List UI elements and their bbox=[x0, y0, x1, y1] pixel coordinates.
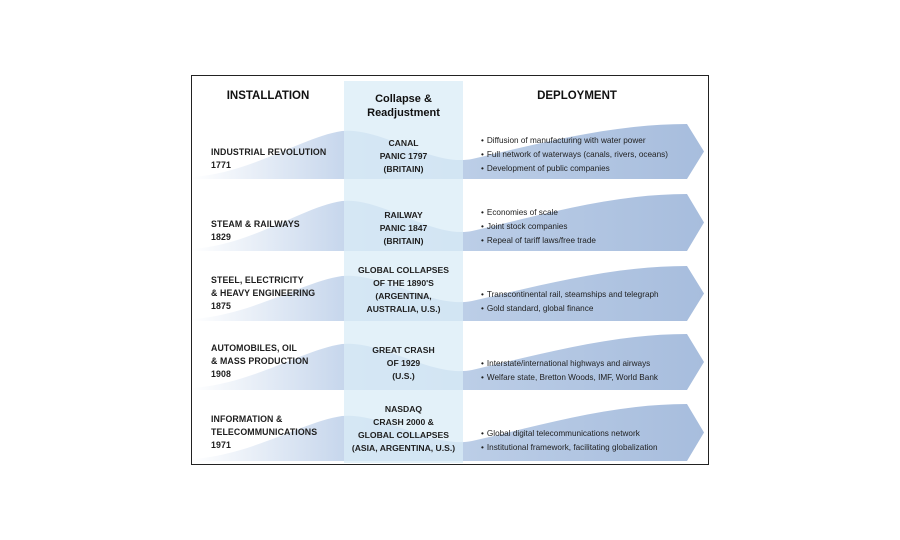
crisis-label: GLOBAL COLLAPSES OF THE 1890'S (ARGENTIN… bbox=[344, 264, 463, 316]
diagram-frame: INSTALLATION Collapse & Readjustment DEP… bbox=[191, 75, 709, 465]
deployment-item: Welfare state, Bretton Woods, IMF, World… bbox=[481, 371, 658, 385]
crisis-line: PANIC 1797 bbox=[379, 151, 428, 161]
crisis-line: (U.S.) bbox=[392, 371, 415, 381]
crisis-label: NASDAQ CRASH 2000 & GLOBAL COLLAPSES (AS… bbox=[344, 403, 463, 455]
deployment-list: Transcontinental rail, steamships and te… bbox=[481, 288, 659, 316]
crisis-line: GLOBAL COLLAPSES bbox=[357, 265, 450, 275]
deployment-item: Interstate/international highways and ai… bbox=[481, 357, 658, 371]
crisis-line: (ARGENTINA, bbox=[375, 291, 432, 301]
deployment-item: Institutional framework, facilitating gl… bbox=[481, 441, 658, 455]
crisis-line: CRASH 2000 & bbox=[373, 417, 434, 427]
crisis-line: (BRITAIN) bbox=[383, 236, 424, 246]
collapse-header-line2: Readjustment bbox=[367, 107, 440, 119]
collapse-header-line1: Collapse & bbox=[375, 93, 432, 105]
deployment-item: Joint stock companies bbox=[481, 220, 596, 234]
deployment-item: Global digital telecommunications networ… bbox=[481, 427, 658, 441]
installation-name: INDUSTRIAL REVOLUTION bbox=[211, 147, 327, 157]
installation-name: STEAM & RAILWAYS bbox=[211, 219, 300, 229]
deployment-item: Economies of scale bbox=[481, 206, 596, 220]
installation-year: 1875 bbox=[211, 301, 231, 311]
installation-year: 1971 bbox=[211, 440, 231, 450]
installation-header: INSTALLATION bbox=[226, 90, 310, 102]
crisis-label: GREAT CRASH OF 1929 (U.S.) bbox=[344, 344, 463, 383]
crisis-line: OF THE 1890'S bbox=[373, 278, 434, 288]
installation-name: TELECOMMUNICATIONS bbox=[211, 427, 318, 437]
installation-label: INDUSTRIAL REVOLUTION 1771 bbox=[211, 146, 326, 172]
collapse-header: Collapse & Readjustment bbox=[344, 92, 463, 120]
installation-label: INFORMATION & TELECOMMUNICATIONS 1971 bbox=[211, 413, 317, 452]
crisis-line: CANAL bbox=[388, 138, 419, 148]
installation-year: 1908 bbox=[211, 369, 231, 379]
deployment-list: Global digital telecommunications networ… bbox=[481, 427, 658, 455]
crisis-line: GLOBAL COLLAPSES bbox=[357, 430, 450, 440]
installation-label: STEAM & RAILWAYS 1829 bbox=[211, 218, 300, 244]
deployment-list: Interstate/international highways and ai… bbox=[481, 357, 658, 385]
installation-year: 1829 bbox=[211, 232, 231, 242]
deployment-item: Gold standard, global finance bbox=[481, 302, 659, 316]
installation-year: 1771 bbox=[211, 160, 231, 170]
deployment-list: Economies of scale Joint stock companies… bbox=[481, 206, 596, 248]
collapse-column bbox=[344, 81, 463, 463]
installation-name: & HEAVY ENGINEERING bbox=[211, 288, 316, 298]
installation-name: STEEL, ELECTRICITY bbox=[211, 275, 304, 285]
installation-name: INFORMATION & bbox=[211, 414, 283, 424]
crisis-line: GREAT CRASH bbox=[372, 345, 435, 355]
deployment-list: Diffusion of manufacturing with water po… bbox=[481, 134, 668, 176]
crisis-label: CANAL PANIC 1797 (BRITAIN) bbox=[344, 137, 463, 176]
crisis-line: (BRITAIN) bbox=[383, 164, 424, 174]
crisis-line: (ASIA, ARGENTINA, U.S.) bbox=[351, 443, 456, 453]
installation-name: & MASS PRODUCTION bbox=[211, 356, 309, 366]
deployment-item: Repeal of tariff laws/free trade bbox=[481, 234, 596, 248]
deployment-item: Development of public companies bbox=[481, 162, 668, 176]
deployment-item: Transcontinental rail, steamships and te… bbox=[481, 288, 659, 302]
installation-label: AUTOMOBILES, OIL & MASS PRODUCTION 1908 bbox=[211, 342, 309, 381]
installation-label: STEEL, ELECTRICITY & HEAVY ENGINEERING 1… bbox=[211, 274, 315, 313]
crisis-line: RAILWAY bbox=[384, 210, 423, 220]
crisis-label: RAILWAY PANIC 1847 (BRITAIN) bbox=[344, 209, 463, 248]
crisis-line: PANIC 1847 bbox=[379, 223, 428, 233]
deployment-item: Diffusion of manufacturing with water po… bbox=[481, 134, 668, 148]
crisis-line: AUSTRALIA, U.S.) bbox=[366, 304, 441, 314]
installation-name: AUTOMOBILES, OIL bbox=[211, 343, 297, 353]
crisis-line: OF 1929 bbox=[386, 358, 421, 368]
deployment-item: Full network of waterways (canals, river… bbox=[481, 148, 668, 162]
crisis-line: NASDAQ bbox=[384, 404, 423, 414]
deployment-header: DEPLOYMENT bbox=[537, 90, 617, 102]
